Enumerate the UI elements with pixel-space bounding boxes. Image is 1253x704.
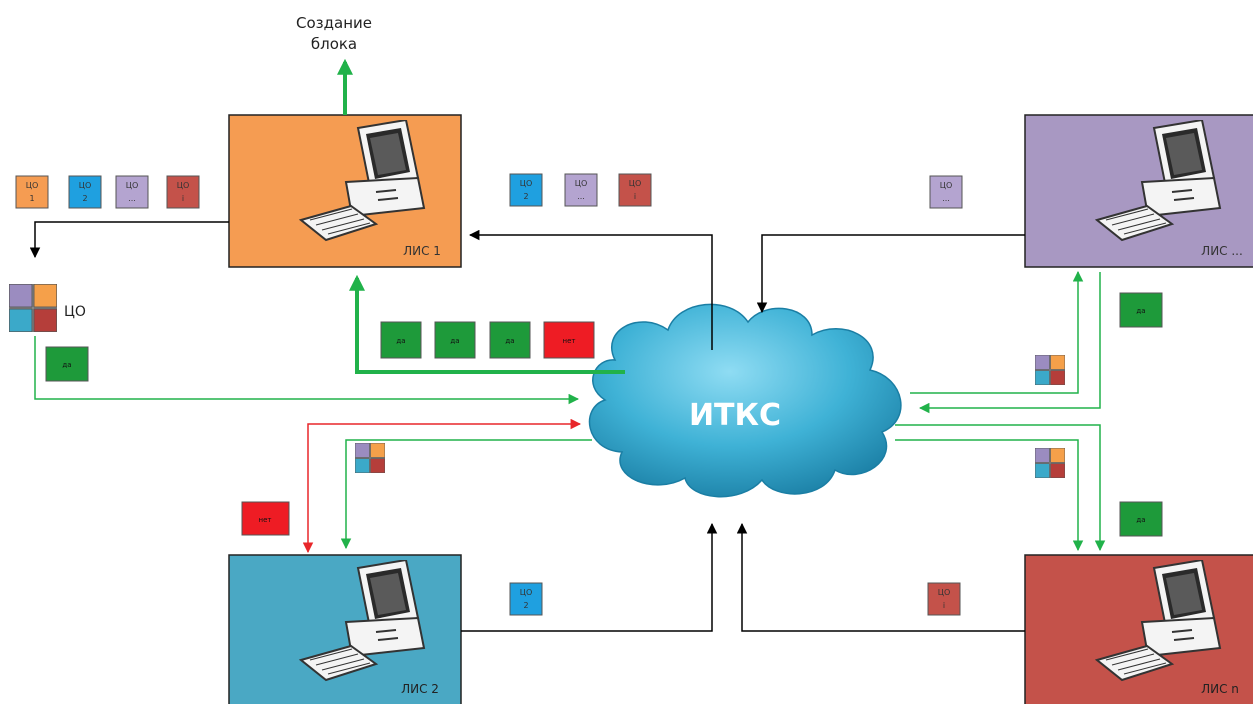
svg-text:...: ...	[128, 194, 136, 203]
co-tile-2: ЦО 2	[509, 173, 543, 207]
vote-yes-tile: да	[1119, 501, 1163, 537]
svg-text:ЦО: ЦО	[520, 179, 533, 188]
vote-yes-tile: да	[45, 346, 89, 382]
vote-yes-tile: да	[434, 321, 476, 359]
svg-text:i: i	[182, 194, 184, 203]
network-cloud: ИТКС	[588, 303, 902, 498]
vote-yes-tile: да	[380, 321, 422, 359]
svg-text:ЦО: ЦО	[26, 181, 39, 190]
co-tile-dots: ЦО ...	[564, 173, 598, 207]
co-tile-i: ЦО i	[618, 173, 652, 207]
svg-text:1: 1	[29, 194, 34, 203]
vote-no-tile: нет	[241, 501, 290, 536]
four-color-square-icon	[355, 443, 385, 473]
node-lis1-label: ЛИС 1	[403, 244, 441, 258]
svg-text:ЦО: ЦО	[629, 179, 642, 188]
green-arrows	[34, 58, 1106, 552]
co-tile-1: ЦО 1	[15, 175, 49, 209]
co-legend-label: ЦО	[64, 304, 86, 320]
node-lisn: ЛИС n	[1024, 554, 1253, 704]
svg-text:нет: нет	[563, 337, 576, 345]
co-tile-dots: ЦО ...	[115, 175, 149, 209]
co-legend: ЦО	[9, 284, 86, 332]
vote-yes-tile: да	[1119, 292, 1163, 328]
svg-text:да: да	[505, 337, 514, 345]
vote-tiles-lis1: да да да нет	[380, 321, 595, 359]
node-lis-dots: ЛИС ...	[1024, 114, 1253, 268]
svg-text:i: i	[943, 601, 945, 610]
co-tile-2: ЦО 2	[68, 175, 102, 209]
co-tiles-left: ЦО 1 ЦО 2 ЦО ... ЦО i	[15, 175, 200, 209]
co-tiles-center: ЦО 2 ЦО ... ЦО i	[509, 173, 652, 207]
black-arrows	[29, 221, 1025, 632]
node-lis-dots-label: ЛИС ...	[1201, 244, 1243, 258]
svg-text:нет: нет	[259, 516, 272, 524]
svg-text:да: да	[62, 361, 71, 369]
node-lis1: ЛИС 1	[228, 114, 462, 268]
svg-text:2: 2	[523, 192, 528, 201]
svg-text:да: да	[450, 337, 459, 345]
svg-text:ЦО: ЦО	[126, 181, 139, 190]
svg-text:...: ...	[942, 194, 950, 203]
co-tile-i: ЦО i	[166, 175, 200, 209]
node-lisn-label: ЛИС n	[1201, 682, 1239, 696]
network-label: ИТКС	[689, 398, 781, 433]
svg-text:i: i	[634, 192, 636, 201]
svg-text:ЦО: ЦО	[940, 181, 953, 190]
node-lis2: ЛИС 2	[228, 554, 462, 704]
svg-text:2: 2	[82, 194, 87, 203]
block-creation-title-line2: блока	[311, 35, 357, 53]
red-arrows	[302, 418, 582, 554]
svg-text:ЦО: ЦО	[938, 588, 951, 597]
block-creation-title-line1: Создание	[296, 14, 372, 32]
four-color-square-icon	[1035, 355, 1065, 385]
co-tile-dots: ЦО ...	[929, 175, 963, 209]
svg-text:...: ...	[577, 192, 585, 201]
svg-text:ЦО: ЦО	[575, 179, 588, 188]
vote-no-tile: нет	[543, 321, 595, 359]
vote-yes-tile: да	[489, 321, 531, 359]
svg-text:ЦО: ЦО	[79, 181, 92, 190]
svg-text:ЦО: ЦО	[177, 181, 190, 190]
svg-text:ЦО: ЦО	[520, 588, 533, 597]
svg-text:да: да	[1136, 516, 1145, 524]
svg-text:да: да	[396, 337, 405, 345]
svg-text:2: 2	[523, 601, 528, 610]
svg-text:да: да	[1136, 307, 1145, 315]
co-tile-i: ЦО i	[927, 582, 961, 616]
four-color-square-icon	[9, 284, 57, 332]
co-tile-2: ЦО 2	[509, 582, 543, 616]
four-color-square-icon	[1035, 448, 1065, 478]
node-lis2-label: ЛИС 2	[401, 682, 439, 696]
